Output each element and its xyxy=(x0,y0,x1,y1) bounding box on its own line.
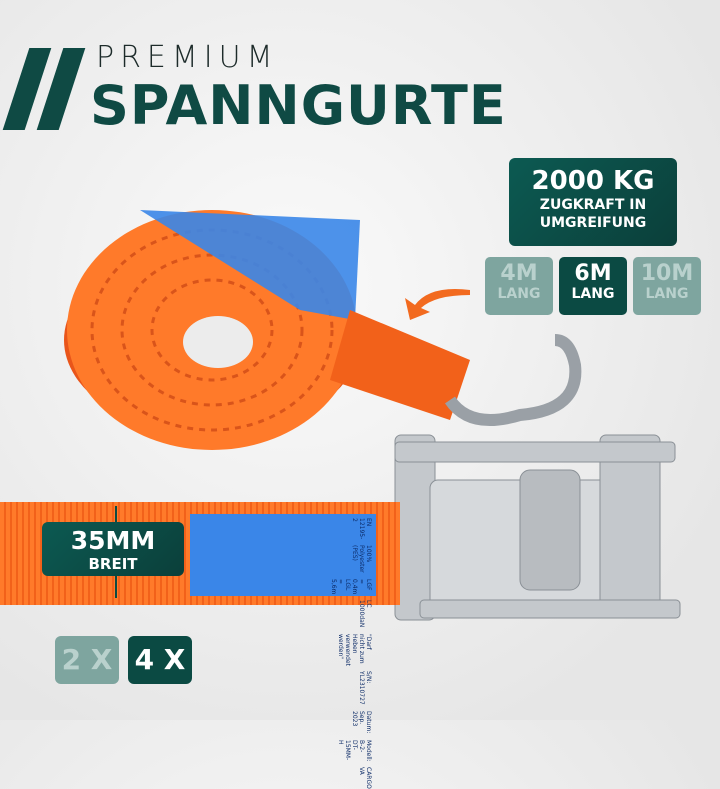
label-standard: EN 12195-2 xyxy=(351,518,372,540)
label-model: Modell: B-2-DT-15MM-H xyxy=(337,739,372,762)
width-unit: BREIT xyxy=(88,555,138,573)
label-brand: CARGO VA xyxy=(358,767,372,789)
width-value: 35MM xyxy=(70,526,156,555)
label-lc: LC 1000daN xyxy=(358,600,372,628)
label-warning: "Darf nicht zum Heben verwendet werden" xyxy=(337,633,372,666)
strength-value: 2000 KG xyxy=(531,166,655,196)
ratchet xyxy=(394,434,681,621)
strap-label: EN 12195-2 100% Polyester (PES) LGF = 0,… xyxy=(190,514,376,789)
length-unit: LANG xyxy=(571,286,615,302)
label-lengths: LGF = 0,4m LGL = 5,6m xyxy=(330,578,372,595)
length-value: 6M xyxy=(574,261,612,286)
strength-line1: ZUGKRAFT IN xyxy=(539,197,647,213)
length-unit: LANG xyxy=(645,286,689,302)
arrow-icon xyxy=(405,289,470,320)
label-serial: S/N: YL2310727 xyxy=(358,671,372,706)
label-date: Datum: Sep. 2023 xyxy=(351,711,372,734)
label-material: 100% Polyester (PES) xyxy=(351,545,372,573)
strap-product-image xyxy=(64,210,681,621)
strength-line2: UMGREIFUNG xyxy=(539,215,647,231)
quantity-option-4x[interactable]: 4 X xyxy=(128,636,192,684)
quantity-option-2x[interactable]: 2 X xyxy=(55,636,119,684)
length-value: 4M xyxy=(500,261,538,286)
page-title: SPANNGURTE xyxy=(90,74,507,137)
hook xyxy=(445,334,582,426)
strap-coil xyxy=(64,210,470,450)
strength-badge: 2000 KG ZUGKRAFT IN UMGREIFUNG xyxy=(509,158,677,246)
length-unit: LANG xyxy=(497,286,541,302)
length-value: 10M xyxy=(640,261,694,286)
pre-title: PREMIUM xyxy=(96,40,279,75)
width-badge: 35MM BREIT xyxy=(42,522,184,576)
